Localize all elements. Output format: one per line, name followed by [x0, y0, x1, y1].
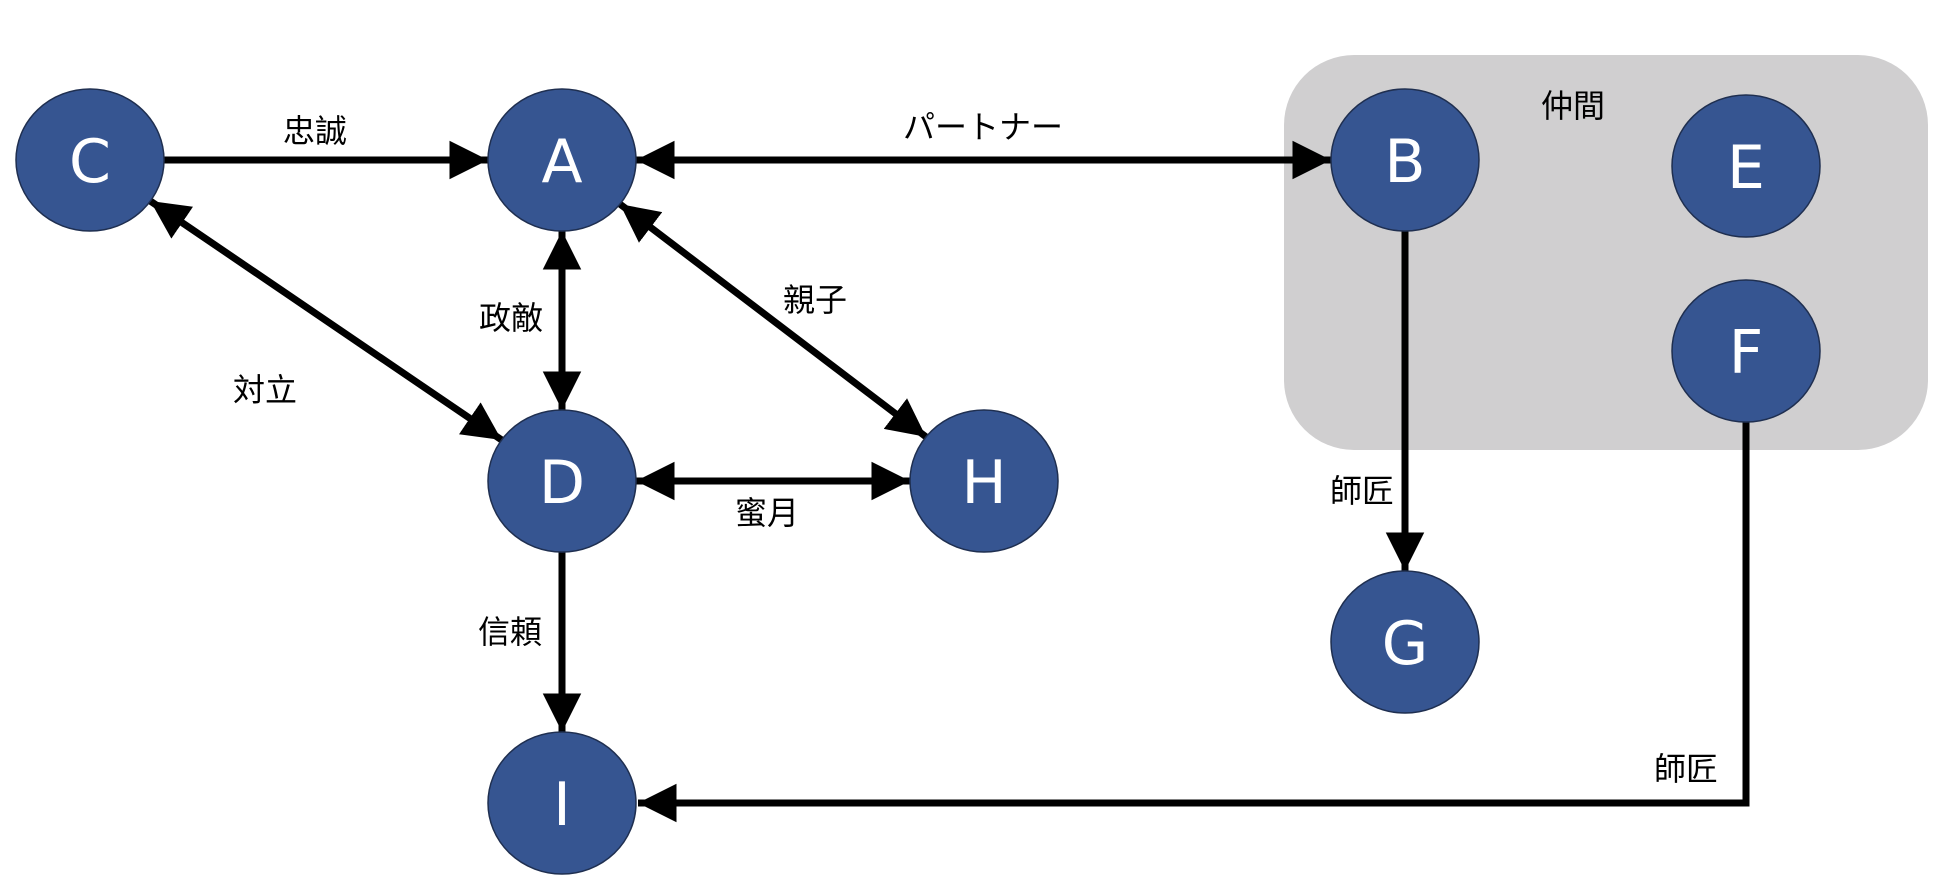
node-ellipse[interactable] [487, 731, 637, 875]
nodes-layer: C A B E F D H G I [15, 88, 1821, 875]
edges-layer [148, 140, 1750, 823]
edge-label-A-H: 親子 [783, 281, 847, 319]
edge-label-B-G: 師匠 [1330, 472, 1394, 510]
edge-F-I [638, 422, 1750, 823]
node-label: A [541, 127, 582, 197]
node-H[interactable]: H [909, 409, 1059, 553]
node-label: F [1729, 318, 1764, 388]
group-label: 仲間 [1541, 87, 1605, 125]
edge-label-D-I: 信頼 [478, 613, 542, 651]
node-ellipse[interactable] [909, 409, 1059, 553]
node-A[interactable]: A [487, 88, 637, 232]
edge-label-D-H: 蜜月 [735, 494, 799, 532]
node-label: E [1727, 133, 1765, 203]
edge-label-A-D: 政敵 [479, 299, 543, 337]
node-label: G [1382, 609, 1429, 679]
node-ellipse[interactable] [15, 88, 165, 232]
node-ellipse[interactable] [1671, 279, 1821, 423]
edge-label-A-B: パートナー [903, 108, 1063, 146]
node-B[interactable]: B [1330, 88, 1480, 232]
edge-labels-layer: 忠誠パートナー政敵対立親子蜜月信頼師匠師匠 [233, 108, 1718, 788]
node-ellipse[interactable] [1330, 570, 1480, 714]
node-G[interactable]: G [1330, 570, 1480, 714]
edge-C-D [148, 198, 504, 443]
node-F[interactable]: F [1671, 279, 1821, 423]
node-I[interactable]: I [487, 731, 637, 875]
node-label: C [69, 127, 111, 197]
node-label: H [961, 448, 1006, 518]
node-C[interactable]: C [15, 88, 165, 232]
edge-label-F-I: 師匠 [1654, 750, 1718, 788]
node-ellipse[interactable] [487, 409, 637, 553]
edge-label-C-A: 忠誠 [283, 112, 347, 150]
node-E[interactable]: E [1671, 94, 1821, 238]
node-label: I [553, 770, 571, 840]
edge-label-C-D: 対立 [233, 371, 297, 409]
node-label: B [1384, 127, 1425, 197]
node-ellipse[interactable] [487, 88, 637, 232]
node-ellipse[interactable] [1330, 88, 1480, 232]
node-D[interactable]: D [487, 409, 637, 553]
node-ellipse[interactable] [1671, 94, 1821, 238]
node-label: D [539, 448, 585, 518]
edge-A-H [617, 201, 929, 440]
